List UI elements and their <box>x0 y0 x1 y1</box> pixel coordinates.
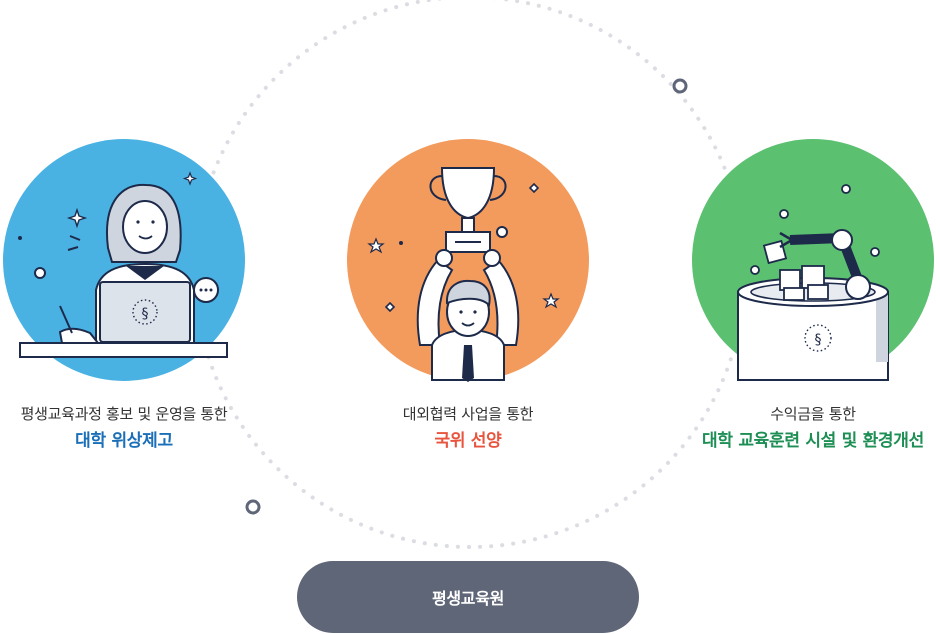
caption-3: 수익금을 통한 대학 교육훈련 시설 및 환경개선 <box>663 404 940 452</box>
ring-node-icon <box>672 78 688 94</box>
caption-2: 대외협력 사업을 통한 국위 선양 <box>318 404 618 452</box>
caption-subtitle: 대외협력 사업을 통한 <box>402 405 534 423</box>
svg-text:§: § <box>142 306 149 322</box>
caption-subtitle: 수익금을 통한 <box>770 405 856 423</box>
caption-title: 대학 교육훈련 시설 및 환경개선 <box>702 431 924 451</box>
caption-1: 평생교육과정 홍보 및 운영을 통한 대학 위상제고 <box>0 404 274 452</box>
center-label-pill: 평생교육원 <box>297 561 639 633</box>
trophy-person-icon <box>347 139 589 382</box>
caption-title: 국위 선양 <box>434 431 502 451</box>
robot-arm-box-icon: § <box>692 139 934 381</box>
center-label: 평생교육원 <box>431 589 505 608</box>
svg-text:§: § <box>815 332 822 348</box>
caption-subtitle: 평생교육과정 홍보 및 운영을 통한 <box>20 405 228 423</box>
caption-title: 대학 위상제고 <box>75 431 173 451</box>
person-laptop-icon: § <box>3 139 245 381</box>
ring-node-icon <box>245 499 261 515</box>
